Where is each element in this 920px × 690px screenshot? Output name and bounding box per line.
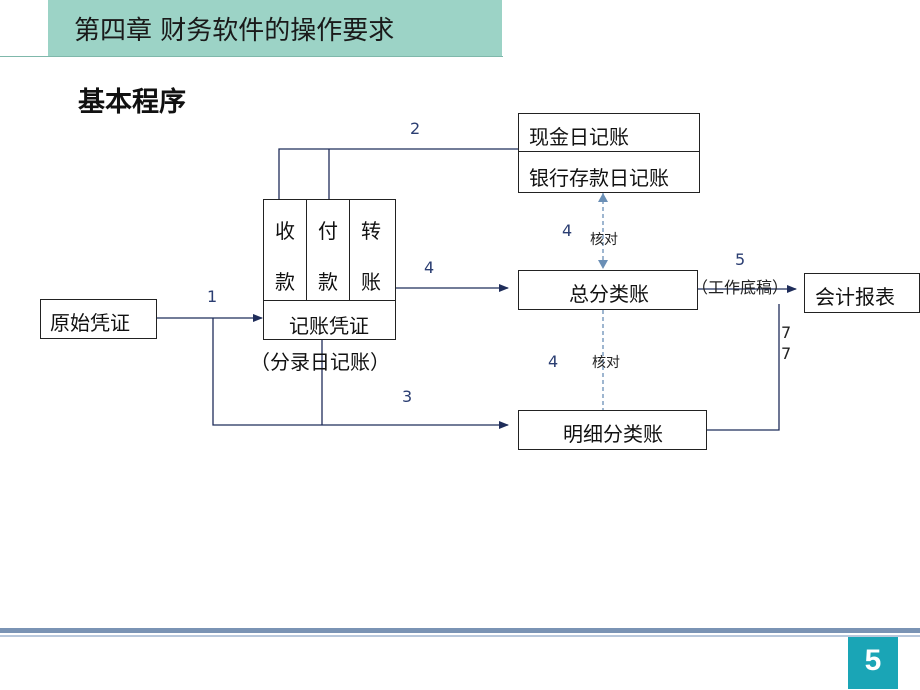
subsidiary-ledger-label: 明细分类账 (563, 422, 663, 446)
side-mark-1: 7 (781, 323, 792, 342)
bank-journal-label: 银行存款日记账 (529, 166, 669, 190)
reconcile-arrow-up (598, 193, 608, 202)
transfer-char-2: 账 (361, 270, 381, 294)
footer-bar-accent (0, 635, 920, 637)
step-4-reconcile-top: 4 (562, 221, 573, 240)
transfer-column: 转 账 (350, 200, 395, 300)
step-1: 1 (207, 287, 218, 306)
voucher-divider (264, 300, 395, 301)
general-ledger-box: 总分类账 (518, 270, 698, 310)
page-number: 5 (864, 644, 882, 677)
page-title: 第四章 财务软件的操作要求 (74, 16, 395, 46)
general-ledger-label: 总分类账 (569, 282, 649, 306)
reconcile-label-top: 核对 (590, 232, 618, 248)
footer-bar (0, 628, 920, 633)
reconcile-label-bottom: 核对 (592, 355, 620, 371)
voucher-type-box: 收 款 付 款 转 账 记账凭证 (263, 199, 396, 340)
subsidiary-ledger-box: 明细分类账 (518, 410, 707, 450)
page-number-badge (848, 637, 898, 689)
journal-note: （分录日记账） (250, 350, 390, 374)
connector-7 (707, 304, 780, 431)
title-bar (48, 0, 502, 56)
title-bar-underline (0, 56, 503, 57)
journals-divider (519, 151, 699, 152)
step-3: 3 (402, 387, 413, 406)
worksheet-note: （工作底稿） (692, 278, 789, 297)
side-mark-2: 7 (781, 344, 792, 363)
step-2: 2 (410, 119, 421, 138)
transfer-char-1: 转 (361, 219, 381, 243)
step-4-posting: 4 (424, 258, 435, 277)
cash-journal-label: 现金日记账 (529, 125, 629, 149)
source-voucher-label: 原始凭证 (50, 311, 130, 335)
payment-char-2: 款 (318, 270, 338, 294)
step-4-reconcile-bottom: 4 (548, 352, 559, 371)
section-heading: 基本程序 (78, 87, 186, 118)
financial-reports-label: 会计报表 (815, 285, 895, 309)
receipt-column: 收 款 (264, 200, 307, 300)
source-voucher-box: 原始凭证 (40, 299, 157, 339)
reconcile-arrow-down (598, 260, 608, 269)
connector-2 (278, 148, 518, 200)
journals-box: 现金日记账 银行存款日记账 (518, 113, 700, 193)
payment-char-1: 付 (318, 219, 338, 243)
payment-column: 付 款 (307, 200, 350, 300)
financial-reports-box: 会计报表 (804, 273, 920, 313)
receipt-char-2: 款 (275, 270, 295, 294)
receipt-char-1: 收 (275, 219, 295, 243)
posting-voucher-label: 记账凭证 (289, 314, 369, 338)
arrow-3 (212, 318, 509, 429)
step-5: 5 (735, 250, 746, 269)
